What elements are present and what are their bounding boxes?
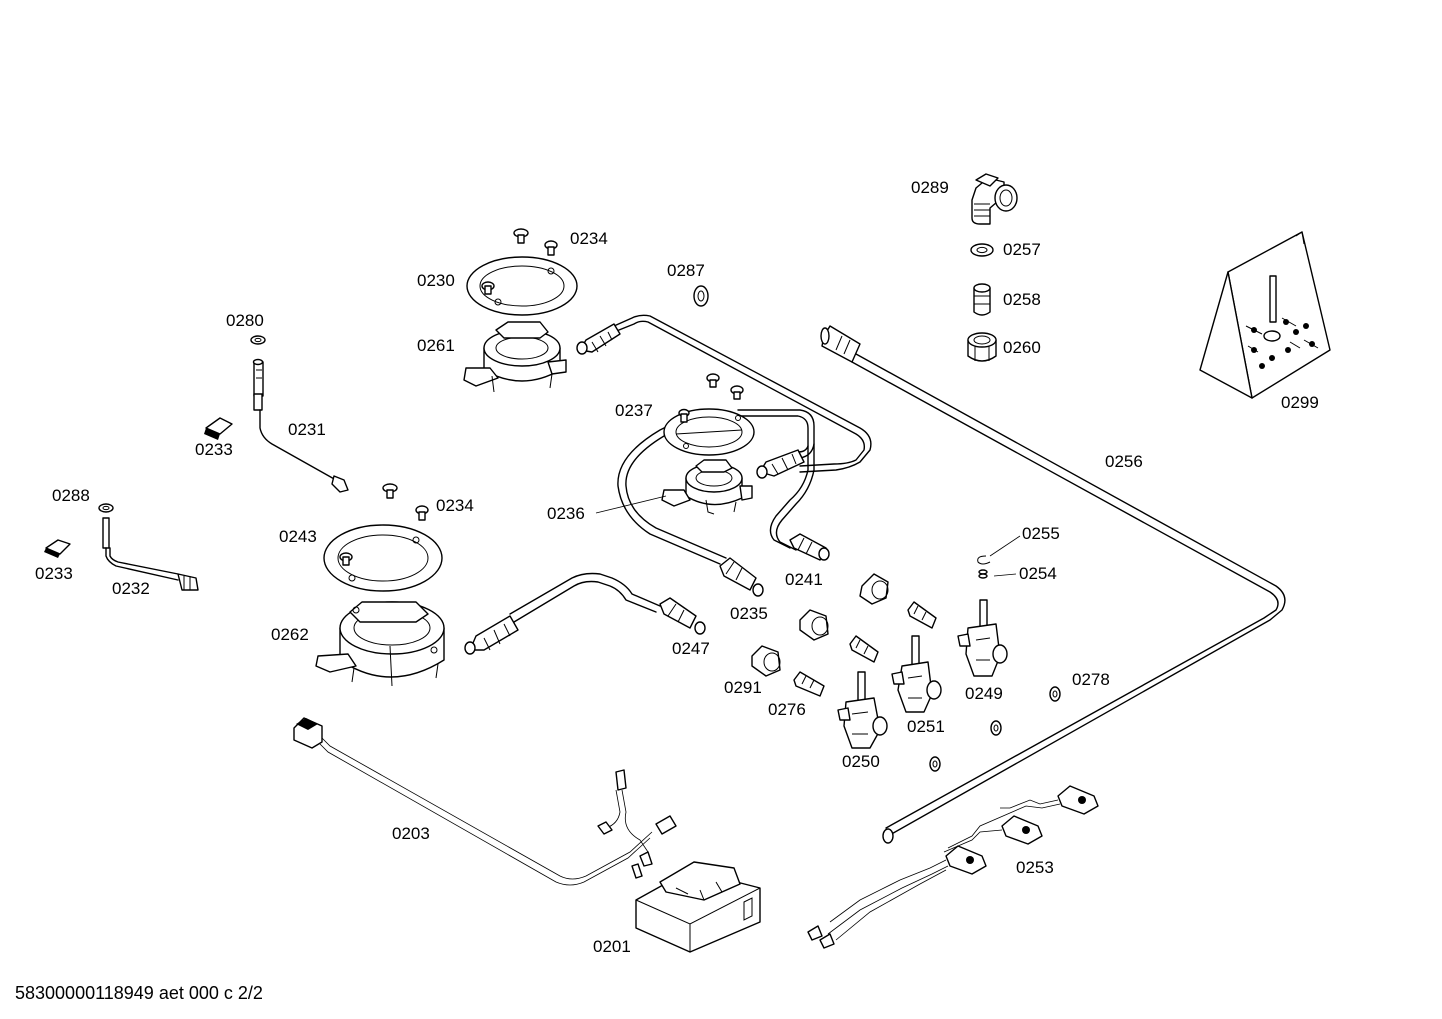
label-0258: 0258 [1003,290,1041,309]
label-0241: 0241 [785,570,823,589]
washer-0287 [693,285,709,307]
gasket-0243 [323,524,443,592]
injector-b [849,635,879,663]
supply-pipe-0256 [820,325,1286,844]
burner-base-0261 [463,321,567,393]
spring-clip-0255 [977,555,991,565]
label-0250: 0250 [842,752,880,771]
gas-pipe-inner-loop [617,409,764,597]
label-0287: 0287 [667,261,705,280]
label-0288: 0288 [52,486,90,505]
nozzle-holder-b [799,609,829,641]
label-0253: 0253 [1016,858,1054,877]
label-0236: 0236 [547,504,585,523]
nipple-0258 [973,283,991,316]
label-0233-lower: 0233 [35,564,73,583]
gas-tap-0249 [957,599,1008,677]
label-0251: 0251 [907,717,945,736]
clip-0233-lower [44,539,71,558]
nut-0260 [967,332,997,362]
label-0289: 0289 [911,178,949,197]
label-0231: 0231 [288,420,326,439]
screw-0234-upper-b [544,240,558,256]
label-0278: 0278 [1072,670,1110,689]
washer-0278-a [1049,686,1061,702]
label-0234-upper: 0234 [570,229,608,248]
label-0232: 0232 [112,579,150,598]
label-0262: 0262 [271,625,309,644]
gas-pipe-middle [737,409,830,561]
gasket-0230 [466,256,578,316]
label-0235: 0235 [730,604,768,623]
parts-bag-0299 [1199,231,1331,399]
gasket-0237 [663,408,755,456]
washer-0278-b [990,720,1002,736]
spring-0254 [978,569,988,579]
gas-tap-0250 [837,671,888,749]
label-0249: 0249 [965,684,1003,703]
document-reference: 58300000118949 aet 000 c 2/2 [15,983,263,1003]
nozzle-holder-0291 [751,645,781,677]
label-0260: 0260 [1003,338,1041,357]
burner-base-0236 [661,459,753,515]
gas-pipe-lower [464,572,706,655]
label-0256: 0256 [1105,452,1143,471]
label-0276: 0276 [768,700,806,719]
leader-0254 [993,573,1017,577]
screw-0234-lower-a [382,483,398,499]
label-0201: 0201 [593,937,631,956]
label-0299: 0299 [1281,393,1319,412]
screw-0234-middle-b [730,385,744,400]
nozzle-holder-a [859,573,889,605]
injector-0276 [793,671,825,697]
thermocouple-0231 [252,358,349,493]
label-0230: 0230 [417,271,455,290]
injector-a [907,601,937,629]
label-0261: 0261 [417,336,455,355]
screw-0234-lower-b [415,505,429,521]
label-0233-upper: 0233 [195,440,233,459]
label-0254: 0254 [1019,564,1057,583]
label-0203: 0203 [392,824,430,843]
label-0237: 0237 [615,401,653,420]
label-0291: 0291 [724,678,762,697]
spark-electrodes-0253 [807,785,1099,949]
label-0255: 0255 [1022,524,1060,543]
burner-base-0262 [315,601,445,687]
label-0257: 0257 [1003,240,1041,259]
label-0247: 0247 [672,639,710,658]
gas-tap-0251 [891,635,942,713]
washer-0278-c [929,756,941,772]
washer-0288 [98,503,114,513]
clip-0233-upper [204,417,233,440]
screw-0234-middle-a [706,373,720,388]
label-0234-lower: 0234 [436,496,474,515]
washer-0280 [250,335,266,345]
screw-0234-upper-a [513,228,529,244]
leader-0236 [595,495,667,514]
gas-pipe-upper [576,314,872,473]
label-0280: 0280 [226,311,264,330]
elbow-fitting-0289 [971,173,1018,225]
leader-0255 [989,535,1021,557]
harness-0203 [293,717,677,886]
label-0243: 0243 [279,527,317,546]
ignition-module-0201 [635,861,761,953]
thermocouple-0232 [102,517,199,591]
washer-0257 [970,243,994,257]
